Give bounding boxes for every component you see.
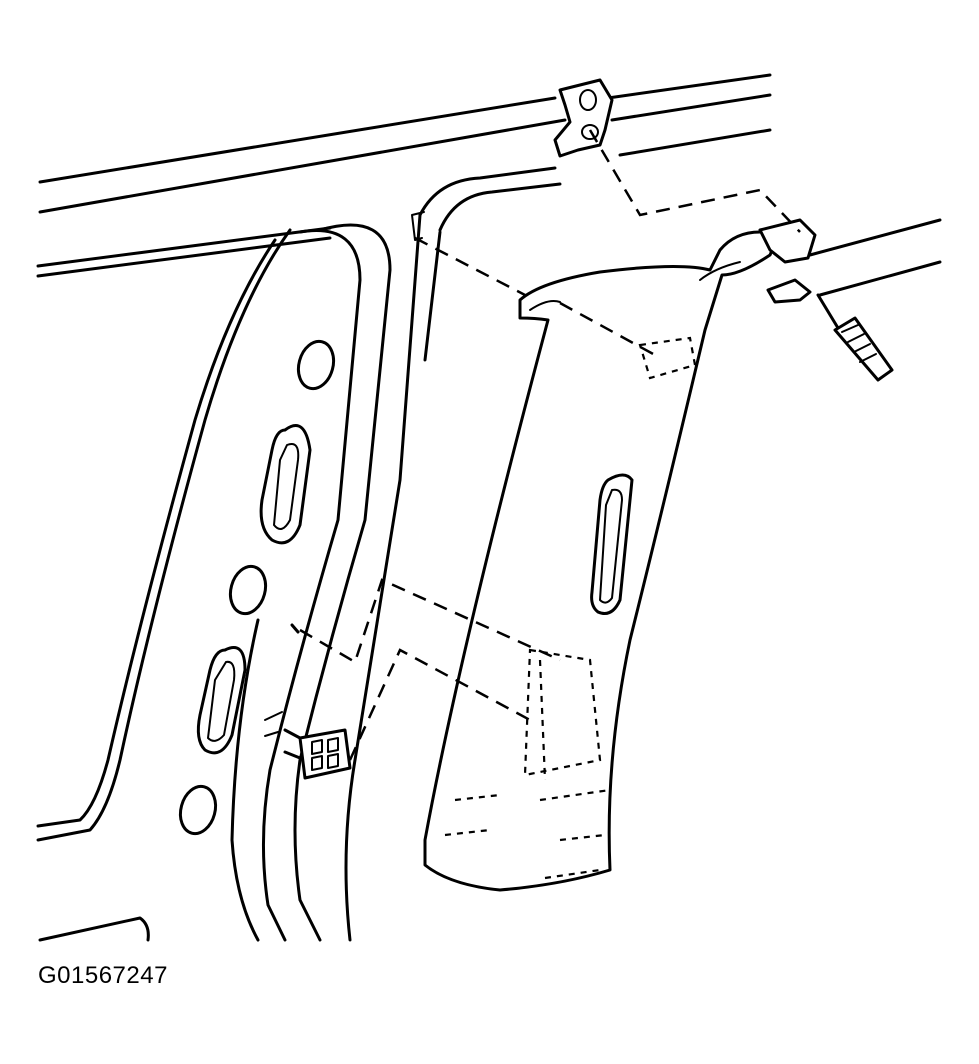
figure-id-label: G01567247	[38, 962, 168, 989]
trim-hidden-clips	[444, 336, 697, 880]
right-rail	[808, 218, 942, 297]
lower-push-clip	[264, 623, 352, 780]
pillar-trim-panel	[423, 230, 782, 892]
roof-rail	[36, 73, 772, 278]
trim-screw	[816, 293, 894, 382]
pillar-holes	[178, 339, 336, 836]
roof-clip-bracket	[553, 78, 614, 158]
alignment-leader-lines	[299, 129, 801, 761]
upper-retainer-clip	[758, 218, 817, 304]
